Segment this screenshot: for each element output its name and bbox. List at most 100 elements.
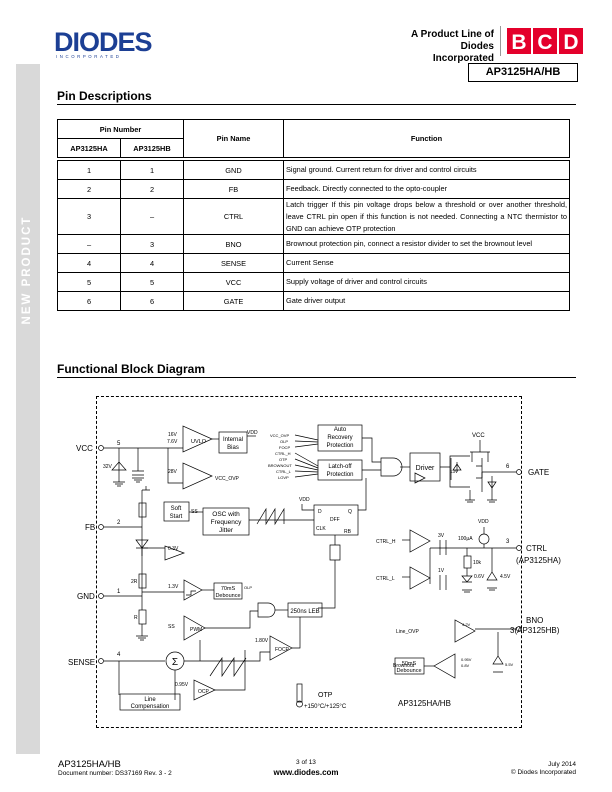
part-label: AP3125HA/HB	[398, 699, 451, 708]
resistor-fb-pullup	[138, 502, 147, 518]
driver-label: Driver	[416, 465, 435, 472]
section-rule	[57, 377, 576, 378]
r10k-label: 10k	[473, 560, 482, 566]
pin-descriptions-title: Pin Descriptions	[57, 89, 152, 103]
comparator-line-ovp	[454, 619, 476, 643]
v03-label: 0.3V	[168, 546, 179, 552]
v32-label: 32V	[103, 464, 113, 470]
footer-doc-number: Document number: DS37169 Rev. 3 - 2	[58, 770, 172, 777]
block-diagram-title: Functional Block Diagram	[57, 362, 206, 376]
footer-copyright: © Diodes Incorporated	[510, 769, 576, 776]
svg-text:C: C	[537, 31, 552, 54]
hysteresis-icon	[186, 590, 196, 596]
table-row: 3 – CTRL Latch trigger If this pin volta…	[57, 197, 570, 236]
comparator-ctrl-l	[409, 566, 431, 590]
auto-label-2: Recovery	[327, 435, 352, 441]
olp-label: OLP	[244, 585, 252, 590]
pin-table: Pin Number Pin Name Function AP3125HA AP…	[57, 119, 570, 312]
sigma-label: Σ	[172, 657, 178, 668]
header-separator	[500, 26, 501, 56]
cell-pin-b: 6	[120, 291, 184, 312]
osc-label-2: Frequency	[211, 519, 242, 526]
osc-label-1: OSC with	[212, 511, 240, 518]
r1-label: R	[134, 615, 138, 621]
sawtooth-icon	[256, 507, 285, 526]
cell-function: Latch trigger If this pin voltage drops …	[283, 197, 570, 236]
dff-label: DFF	[330, 517, 340, 523]
osc-block	[202, 507, 250, 536]
output-mosfet-p	[476, 458, 483, 478]
dff-block	[313, 504, 359, 536]
v16-label: 16V	[168, 432, 178, 438]
v13b-label: 1.3V	[168, 584, 179, 590]
comparator-brownout	[433, 653, 456, 679]
diodes-logo: DIODES	[54, 27, 153, 57]
debounce-70-label: 70mS	[221, 586, 236, 592]
part-number-box: AP3125HA/HB	[468, 63, 578, 82]
v3-label: 3V	[438, 533, 445, 539]
table-row: – 3 BNO Brownout protection pin, connect…	[57, 234, 570, 255]
v18-label: 1.80V	[255, 638, 269, 644]
otp-temp-label: +150°C/+125°C	[304, 704, 347, 710]
table-row: 5 5 VCC Supply voltage of driver and con…	[57, 272, 570, 293]
dff-clk-label: CLK	[316, 526, 326, 532]
footer-page: 3 of 13	[296, 759, 316, 766]
ctrl-l-label: CTRL_L	[376, 576, 395, 582]
thermometer-icon	[296, 683, 303, 703]
dff-rb-label: RB	[344, 529, 352, 535]
vcc-pin	[98, 445, 104, 451]
dff-d-label: D	[318, 509, 322, 515]
flag-ctrl-l: CTRL_L	[276, 469, 292, 474]
vcc-ovp-label: VCC_OVP	[215, 476, 240, 482]
vdd-label-2: VDD	[299, 497, 310, 503]
latch-label-2: Protection	[326, 472, 353, 478]
cell-function: Gate driver output	[283, 291, 570, 312]
flag-ctrl-h: CTRL_H	[275, 451, 291, 456]
cell-pin-a: 3	[57, 197, 121, 236]
bno-pin-sub: 3(AP3125HB)	[510, 626, 560, 635]
v06-label: 0.6V	[474, 574, 485, 580]
diodes-logo-subtitle: INCORPORATED	[56, 54, 122, 59]
driver-buffer	[414, 472, 426, 484]
brownout-label: Brownout	[393, 663, 415, 669]
and-gate-2	[257, 602, 276, 618]
gate-pin	[516, 469, 522, 475]
svg-text:B: B	[511, 31, 526, 54]
resistor-10k	[463, 555, 472, 569]
v08-label: 0.8V	[461, 663, 470, 668]
ctrl-pin	[516, 545, 522, 551]
pwm-label: PWM	[190, 627, 202, 633]
leb-block	[287, 602, 323, 618]
otp-label: OTP	[318, 692, 333, 699]
resistor-r	[138, 609, 147, 625]
zener-55v	[492, 632, 504, 673]
ramp-icon	[209, 656, 247, 678]
ctrl-pin-label: CTRL	[526, 544, 547, 553]
footer-site[interactable]: www.diodes.com	[273, 768, 339, 777]
vcc-pin-number: 5	[117, 441, 121, 447]
bcd-logo: B C D	[507, 28, 583, 54]
leb-label: 250ns LEB	[290, 609, 319, 615]
flag-olp: OLP	[280, 439, 288, 444]
internal-bias-label-2: Bias	[227, 445, 239, 451]
flag-otp: OTP	[279, 457, 288, 462]
cell-pin-name: GATE	[183, 291, 284, 312]
fb-pin	[98, 524, 104, 530]
flag-brownout: BROWNOUT	[268, 463, 292, 468]
v45-label: 4.5V	[500, 574, 511, 580]
flag-vcc-ovp: VCC_OVP	[270, 433, 289, 438]
v095-label: 0.95V	[175, 682, 189, 688]
focp-label: FOCP	[275, 647, 290, 653]
v55-label: 5.5V	[505, 662, 514, 667]
side-bar	[16, 64, 40, 754]
vdd-label: VDD	[247, 430, 258, 436]
latch-label-1: Latch-off	[328, 464, 352, 470]
section-rule	[57, 104, 576, 105]
comparator-ctrl-h	[409, 529, 431, 553]
sense-pin-number: 4	[117, 652, 121, 658]
line-comp-label-2: Compensation	[131, 704, 170, 710]
auto-label-1: Auto	[334, 427, 347, 433]
gnd-pin-label: GND	[77, 592, 95, 601]
soft-start-label-1: Soft	[171, 506, 182, 512]
